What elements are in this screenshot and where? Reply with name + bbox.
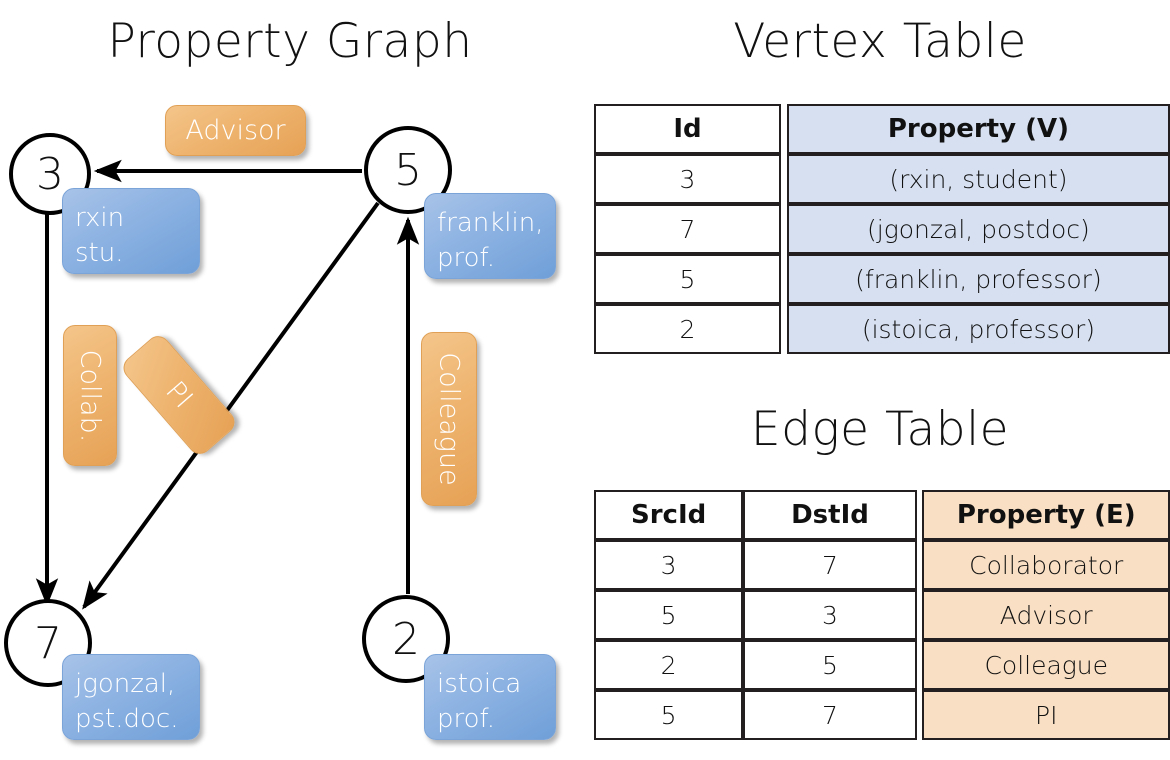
edge-pi-5-to-7 bbox=[82, 201, 380, 610]
vertex-property-name-jgonzal: jgonzal, bbox=[75, 669, 176, 699]
edge-table-header-property: Property (E) bbox=[922, 490, 1170, 540]
vertex-table-column-gap bbox=[780, 154, 787, 204]
vertex-cell-property: (franklin, professor) bbox=[786, 254, 1170, 304]
edge-table-row[interactable]: 5 3 Advisor bbox=[594, 590, 1170, 640]
vertex-property-name-rxin: rxin bbox=[75, 203, 125, 233]
edge-table-header-dstid: DstId bbox=[743, 490, 917, 540]
vertex-property-role-franklin: prof. bbox=[437, 243, 496, 273]
vertex-table-column-gap bbox=[780, 204, 787, 254]
vertex-property-box-istoica[interactable]: istoica prof. bbox=[424, 654, 556, 740]
page-title-property-graph: Property Graph bbox=[107, 14, 473, 69]
vertex-table-row[interactable]: 7 (jgonzal, postdoc) bbox=[594, 204, 1170, 254]
edge-cell-property: Advisor bbox=[922, 590, 1170, 640]
edge-cell-property: Colleague bbox=[922, 640, 1170, 690]
vertex-property-box-jgonzal[interactable]: jgonzal, pst.doc. bbox=[62, 654, 200, 740]
vertex-property-box-franklin[interactable]: franklin, prof. bbox=[424, 193, 556, 279]
edge-cell-dstid: 7 bbox=[743, 690, 917, 740]
vertex-cell-id: 5 bbox=[594, 254, 781, 304]
edge-table-column-gap bbox=[916, 590, 923, 640]
edge-label-box-collaborator[interactable]: Collab. bbox=[63, 325, 117, 466]
edge-cell-dstid: 7 bbox=[743, 540, 917, 590]
edge-table: SrcId DstId Property (E) 3 7 Collaborato… bbox=[594, 490, 1170, 740]
edge-label-box-advisor[interactable]: Advisor bbox=[165, 105, 306, 156]
edge-cell-srcid: 2 bbox=[594, 640, 744, 690]
property-graph-diagram: 3 5 7 2 rxin stu. franklin, prof. jgonza… bbox=[4, 105, 556, 740]
edge-label-text-advisor: Advisor bbox=[185, 115, 286, 146]
page-title-edge-table: Edge Table bbox=[750, 402, 1010, 457]
vertex-table-header-property: Property (V) bbox=[786, 104, 1170, 154]
vertex-property-role-jgonzal: pst.doc. bbox=[75, 704, 179, 734]
edge-cell-srcid: 3 bbox=[594, 540, 744, 590]
graph-node-5[interactable]: 5 bbox=[364, 126, 452, 214]
vertex-table-header-id: Id bbox=[594, 104, 781, 154]
edge-cell-srcid: 5 bbox=[594, 690, 744, 740]
edge-table-column-gap bbox=[916, 490, 923, 540]
vertex-cell-property: (jgonzal, postdoc) bbox=[786, 204, 1170, 254]
vertex-cell-property: (istoica, professor) bbox=[786, 304, 1170, 354]
vertex-property-role-istoica: prof. bbox=[437, 704, 496, 734]
vertex-property-box-rxin[interactable]: rxin stu. bbox=[62, 188, 200, 274]
vertex-property-role-rxin: stu. bbox=[75, 238, 124, 268]
vertex-cell-id: 2 bbox=[594, 304, 781, 354]
edge-cell-property: Collaborator bbox=[922, 540, 1170, 590]
graph-edges-svg bbox=[35, 159, 420, 610]
vertex-cell-property: (rxin, student) bbox=[786, 154, 1170, 204]
edge-cell-srcid: 5 bbox=[594, 590, 744, 640]
vertex-cell-id: 3 bbox=[594, 154, 781, 204]
edge-table-column-gap bbox=[916, 640, 923, 690]
vertex-table-column-gap bbox=[780, 254, 787, 304]
vertex-table-header-row: Id Property (V) bbox=[594, 104, 1170, 154]
edge-label-text-pi: PI bbox=[159, 375, 199, 415]
vertex-table-row[interactable]: 5 (franklin, professor) bbox=[594, 254, 1170, 304]
vertex-property-name-istoica: istoica bbox=[437, 669, 522, 699]
edge-table-row[interactable]: 5 7 PI bbox=[594, 690, 1170, 740]
edge-table-row[interactable]: 2 5 Colleague bbox=[594, 640, 1170, 690]
graph-node-2[interactable]: 2 bbox=[362, 595, 450, 683]
vertex-table-column-gap bbox=[780, 104, 787, 154]
edge-label-text-colleague: Colleague bbox=[433, 352, 465, 486]
edge-table-header-row: SrcId DstId Property (E) bbox=[594, 490, 1170, 540]
vertex-table-row[interactable]: 2 (istoica, professor) bbox=[594, 304, 1170, 354]
edge-table-column-gap bbox=[916, 690, 923, 740]
page-title-vertex-table: Vertex Table bbox=[733, 14, 1027, 69]
edge-cell-property: PI bbox=[922, 690, 1170, 740]
edge-cell-dstid: 3 bbox=[743, 590, 917, 640]
vertex-table-column-gap bbox=[780, 304, 787, 354]
edge-label-text-collaborator: Collab. bbox=[74, 349, 106, 442]
vertex-cell-id: 7 bbox=[594, 204, 781, 254]
edge-label-box-colleague[interactable]: Colleague bbox=[421, 332, 477, 506]
vertex-property-name-franklin: franklin, bbox=[437, 208, 544, 238]
edge-table-column-gap bbox=[916, 540, 923, 590]
vertex-table-row[interactable]: 3 (rxin, student) bbox=[594, 154, 1170, 204]
edge-table-header-srcid: SrcId bbox=[594, 490, 744, 540]
edge-table-row[interactable]: 3 7 Collaborator bbox=[594, 540, 1170, 590]
edge-cell-dstid: 5 bbox=[743, 640, 917, 690]
vertex-table: Id Property (V) 3 (rxin, student) 7 (jgo… bbox=[594, 104, 1170, 354]
